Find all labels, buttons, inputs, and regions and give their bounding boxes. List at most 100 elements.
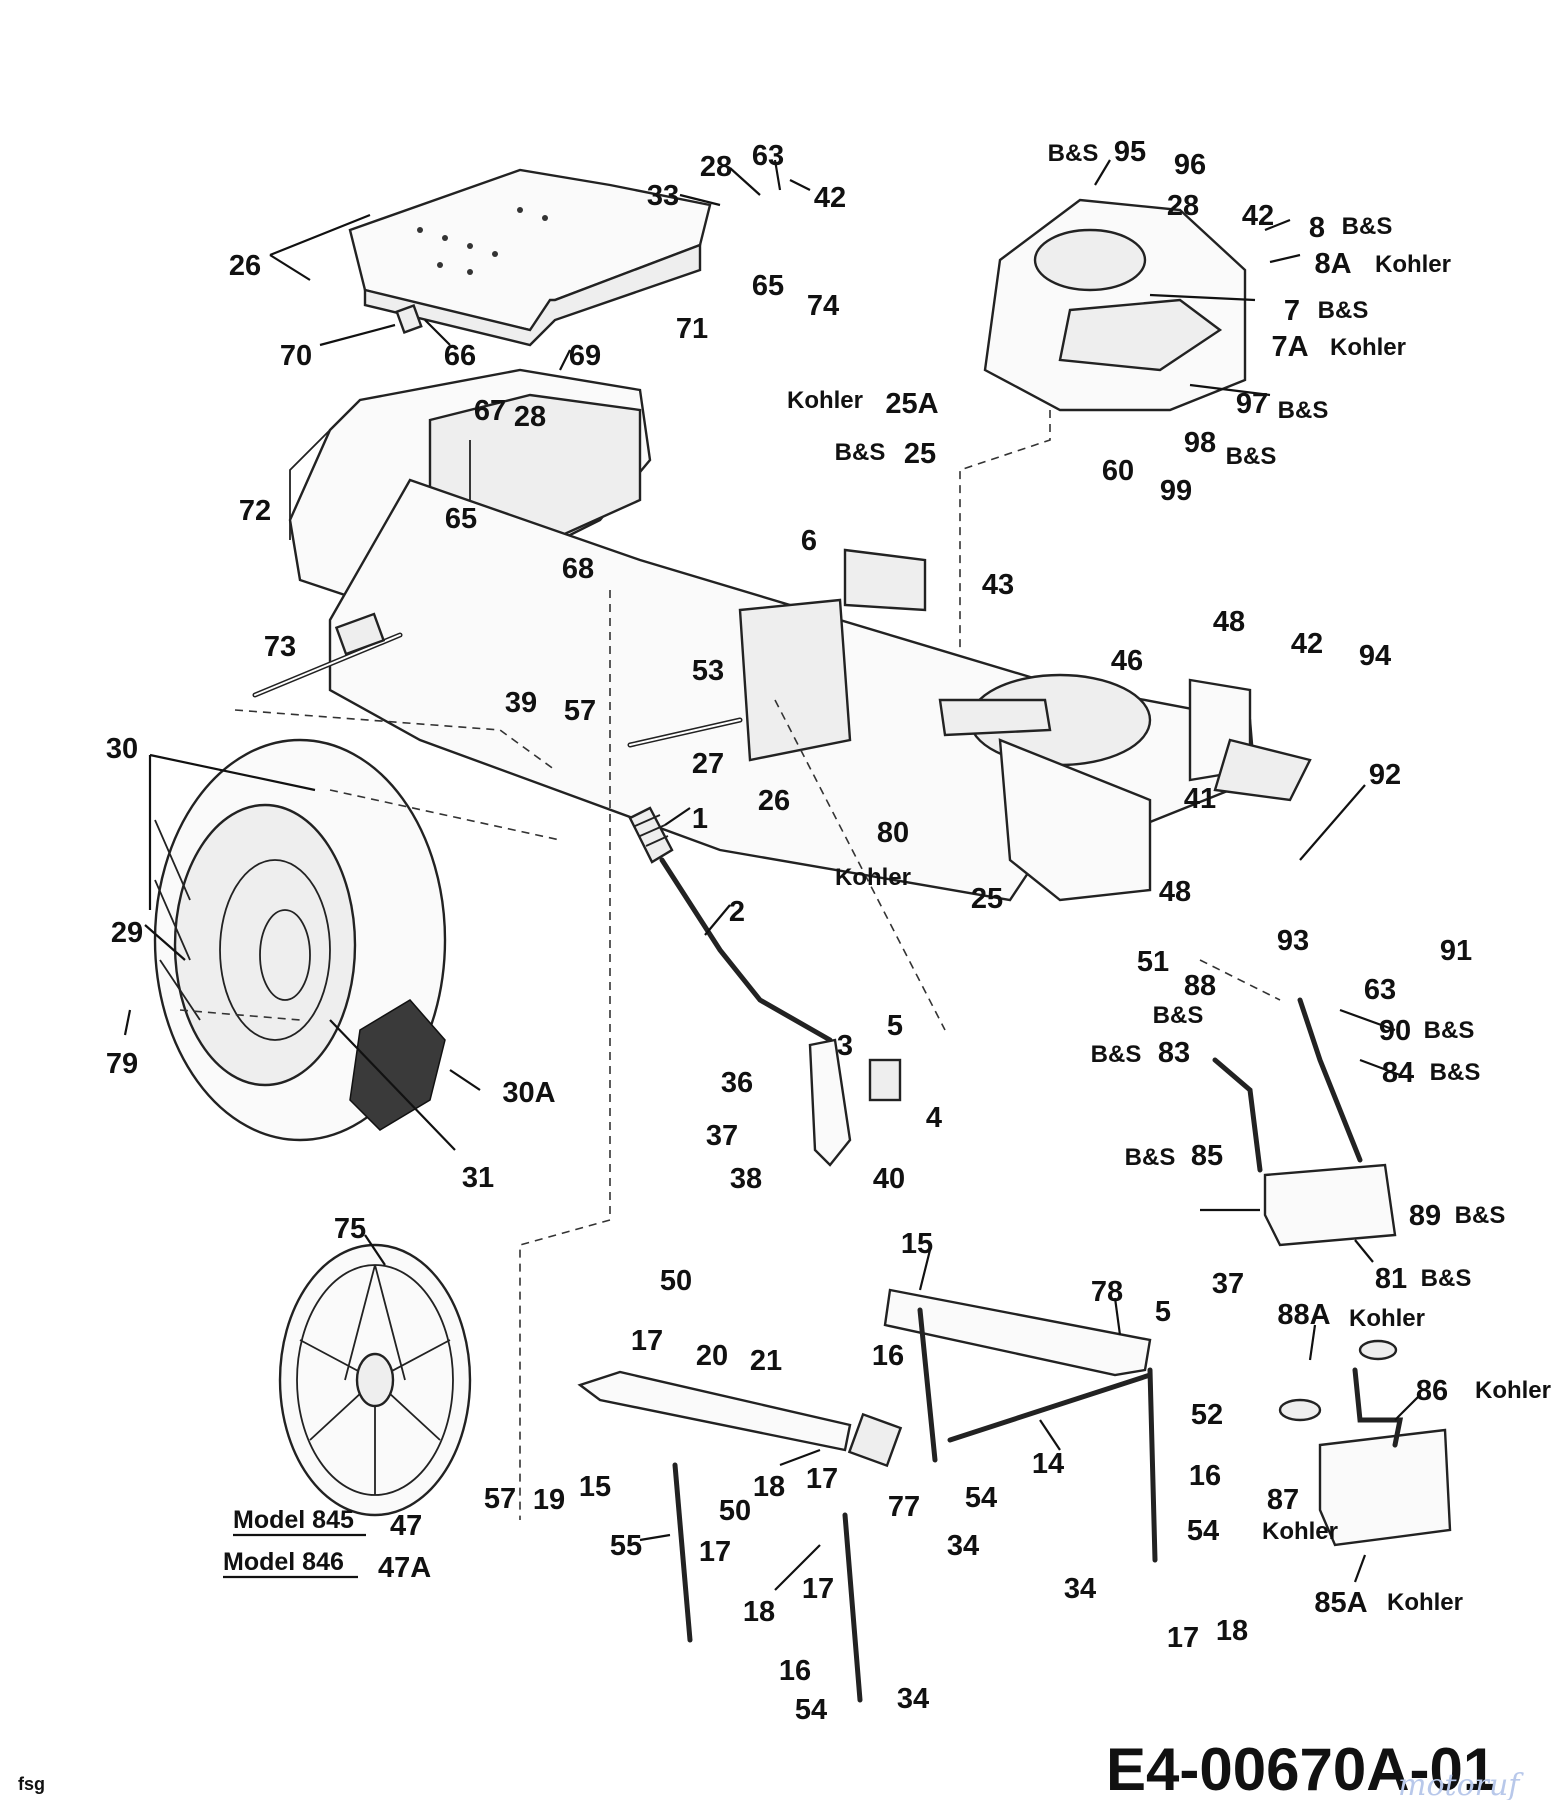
callout-label: B&S [1318, 297, 1369, 324]
callout-label: 57 [484, 1483, 516, 1515]
callout-label: 33 [647, 180, 679, 212]
callout-label: 93 [1277, 925, 1309, 957]
callout-label: 60 [1102, 455, 1134, 487]
callout-label: 29 [111, 917, 143, 949]
callout-label: B&S [1430, 1059, 1481, 1086]
callout-label: 50 [660, 1265, 692, 1297]
main-frame [328, 478, 1312, 902]
callout-label: 54 [795, 1694, 827, 1726]
callout-label: 19 [533, 1484, 565, 1516]
callout-label: 53 [692, 655, 724, 687]
callout-label: Kohler [1475, 1377, 1551, 1404]
callout-label: 5 [1155, 1296, 1171, 1328]
callout-label: 8A [1314, 248, 1351, 280]
leader-lines [123, 159, 1421, 1591]
callout-label: 27 [692, 748, 724, 780]
callout-label: 48 [1213, 606, 1245, 638]
callout-label: 14 [1032, 1448, 1064, 1480]
callout-label: 28 [514, 401, 546, 433]
callout-label: 43 [982, 569, 1014, 601]
callout-label: 34 [947, 1530, 979, 1562]
callout-label: 73 [264, 631, 296, 663]
callout-label: 7 [1284, 295, 1300, 327]
callout-label: 39 [505, 687, 537, 719]
callout-label: 37 [1212, 1268, 1244, 1300]
callout-label: Kohler [1262, 1518, 1338, 1545]
callout-label: 65 [445, 503, 477, 535]
callout-label: B&S [1091, 1041, 1142, 1068]
callout-label: 54 [965, 1482, 997, 1514]
rear-axle [252, 612, 743, 748]
callout-label: 88A [1277, 1299, 1330, 1331]
callout-label: 79 [106, 1048, 138, 1080]
callout-label: Kohler [1375, 251, 1451, 278]
callout-label: 65 [752, 270, 784, 302]
callout-label: 8 [1309, 212, 1325, 244]
callout-label: 34 [897, 1683, 929, 1715]
callout-label: 50 [719, 1495, 751, 1527]
callout-label: 21 [750, 1345, 782, 1377]
callout-label: B&S [1153, 1002, 1204, 1029]
callout-label: 97 [1236, 388, 1268, 420]
callout-label: B&S [1342, 213, 1393, 240]
callout-label: Kohler [1387, 1589, 1463, 1616]
muffler-kohler [1278, 1339, 1452, 1547]
callout-label: 84 [1382, 1057, 1414, 1089]
callout-label: B&S [1421, 1265, 1472, 1292]
callout-label: 28 [1167, 190, 1199, 222]
callout-label: B&S [1226, 443, 1277, 470]
callout-label: 71 [676, 313, 708, 345]
callout-label: 85A [1314, 1587, 1367, 1619]
callout-label: 88 [1184, 970, 1216, 1002]
callout-label: 87 [1267, 1484, 1299, 1516]
callout-label: 70 [280, 340, 312, 372]
callout-label: 66 [444, 340, 476, 372]
callout-label: 91 [1440, 935, 1472, 967]
callout-label: 25 [904, 438, 936, 470]
callout-label: 81 [1375, 1263, 1407, 1295]
callout-label: 3 [837, 1030, 853, 1062]
callout-label: 94 [1359, 640, 1391, 672]
callout-label: 28 [700, 151, 732, 183]
callout-label: 77 [888, 1491, 920, 1523]
callout-label: 18 [1216, 1615, 1248, 1647]
callout-label: Kohler [1349, 1305, 1425, 1332]
muffler-bs [1212, 997, 1397, 1247]
callout-label: 6 [801, 525, 817, 557]
callout-label: 86 [1416, 1375, 1448, 1407]
callout-label: 17 [631, 1325, 663, 1357]
callout-label: 78 [1091, 1276, 1123, 1308]
steering-linkage [577, 1288, 1158, 1703]
engine [959, 198, 1247, 650]
callout-label: 95 [1114, 136, 1146, 168]
callout-label: 63 [1364, 974, 1396, 1006]
callout-label: Kohler [835, 864, 911, 891]
callout-label: 57 [564, 695, 596, 727]
model-846-part: 47A [378, 1552, 431, 1584]
drafter-initials: fsg [18, 1774, 45, 1794]
callout-label: 7A [1271, 331, 1308, 363]
callout-label: 16 [779, 1655, 811, 1687]
callout-label: 31 [462, 1162, 494, 1194]
callout-label: 17 [802, 1573, 834, 1605]
callout-label: 46 [1111, 645, 1143, 677]
callout-label: B&S [1455, 1202, 1506, 1229]
callout-label: 90 [1379, 1015, 1411, 1047]
callout-label: 51 [1137, 946, 1169, 978]
callout-label: 15 [901, 1228, 933, 1260]
rear-wheel [153, 738, 447, 1142]
callout-label: 55 [610, 1530, 642, 1562]
callout-label: 5 [887, 1010, 903, 1042]
callout-label: 36 [721, 1067, 753, 1099]
callout-label: 30A [502, 1077, 555, 1109]
watermark: motoruf [1398, 1768, 1524, 1800]
callout-label: B&S [1125, 1144, 1176, 1171]
callout-label: 16 [1189, 1460, 1221, 1492]
model-845-part: 47 [390, 1510, 422, 1542]
callout-label: 25A [885, 388, 938, 420]
callout-label: 25 [971, 883, 1003, 915]
callout-label: 20 [696, 1340, 728, 1372]
callout-label: 42 [1242, 200, 1274, 232]
